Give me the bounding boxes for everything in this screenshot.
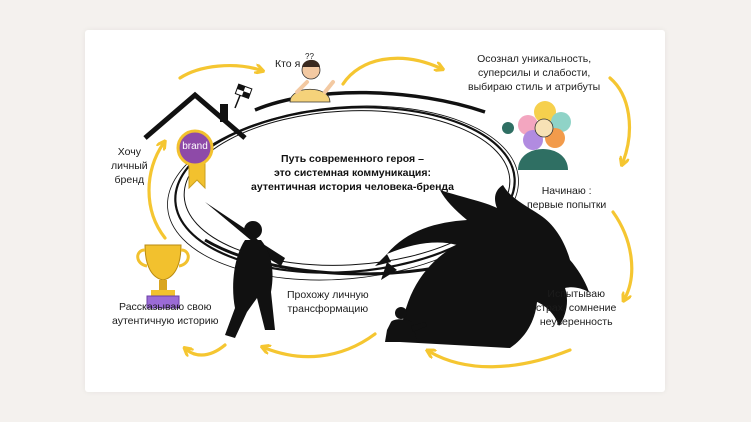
flow-arrows (147, 56, 634, 369)
stage-fear: Испытываю страх, сомнение неуверенность (536, 287, 616, 330)
diagram-art (136, 56, 634, 369)
stage-line: Начинаю : (541, 185, 592, 197)
arrow-fear-to-transform (430, 348, 572, 369)
stage-line: суперсилы и слабости, (477, 67, 591, 80)
arrow-transform-to-tell (265, 332, 377, 359)
arrow-who-to-realized (341, 56, 440, 86)
checkered-flag-icon (234, 83, 253, 109)
stage-line: Кто я (275, 58, 301, 70)
stage-line: бренд (114, 174, 145, 187)
diagram-title: Путь современного героя – это системная … (245, 152, 460, 195)
house-icon (143, 91, 247, 190)
dabbing-figure-icon (205, 202, 285, 338)
stage-line: первые попытки (527, 199, 607, 212)
brand-badge-label: brand (182, 141, 208, 152)
title-line: аутентичная история человека-бренда (251, 181, 454, 194)
stage-line: выбираю стиль и атрибуты (468, 81, 601, 94)
arrow-start-to-fear (611, 210, 634, 298)
flower-head-icon (502, 101, 571, 170)
person-thinking-icon (289, 59, 335, 103)
diagram-card (85, 30, 665, 392)
stage-tell: Рассказываю свою аутентичную историю (112, 300, 219, 328)
stage-line: Прохожу личную (287, 289, 369, 301)
question-mark: ?? (305, 52, 314, 61)
stage-line: Хочу (117, 146, 141, 158)
title-line: Путь современного героя – (281, 153, 424, 165)
stage-line: личный (111, 160, 148, 173)
stage-line: неуверенность (539, 316, 613, 329)
dragon-icon (375, 185, 589, 348)
stage-who-am-i: Кто я (275, 57, 300, 71)
trophy-icon (136, 244, 190, 309)
arrow-want-to-house (147, 144, 165, 240)
arrow-realized-to-start (608, 76, 631, 162)
arrow-house-to-who (178, 66, 260, 80)
stage-line: Испытываю (547, 288, 605, 300)
central-loop (167, 90, 519, 281)
arrow-tell-to-want (187, 343, 227, 355)
stage-line: Рассказываю свою (119, 301, 212, 313)
stage-line: трансформацию (287, 303, 369, 316)
stage-line: аутентичную историю (112, 315, 219, 328)
stage-start: Начинаю : первые попытки (527, 184, 606, 212)
stage-line: Осознал уникальность, (477, 53, 592, 65)
stage-realized: Осознал уникальность, суперсилы и слабос… (468, 52, 600, 95)
title-line: это системная коммуникация: (273, 167, 432, 180)
kneeling-figure-icon (385, 307, 427, 342)
stage-transform: Прохожу личную трансформацию (287, 288, 369, 316)
stage-line: страх, сомнение (536, 302, 617, 315)
stage-want: Хочу личный бренд (111, 145, 148, 188)
